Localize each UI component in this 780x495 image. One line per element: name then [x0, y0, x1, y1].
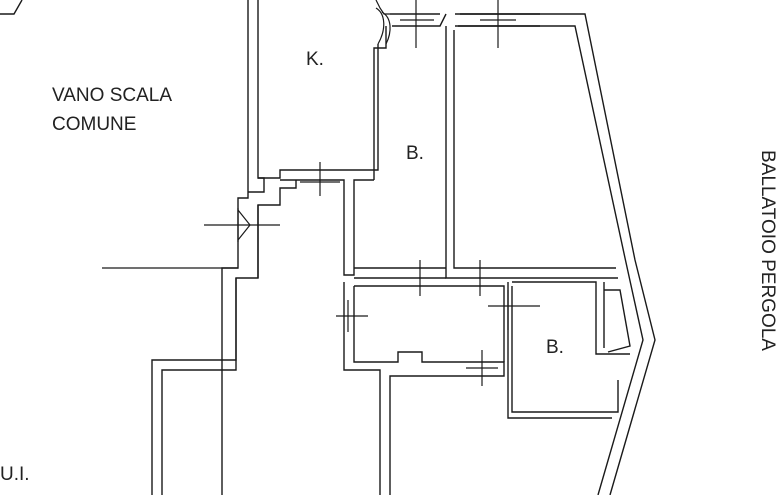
top-wall	[375, 0, 540, 45]
outer-walls	[151, 0, 656, 495]
stair-label-line2: COMUNE	[52, 114, 136, 135]
bathroom-label-1: B.	[406, 143, 424, 164]
side-label: BALLATOIO PERGOLA	[757, 150, 778, 351]
kitchen-label: K.	[306, 49, 324, 70]
stair-label-line1: VANO SCALA	[52, 85, 172, 106]
door-markers	[204, 0, 540, 386]
bathroom-1-walls	[354, 26, 618, 279]
corridor-walls	[343, 281, 631, 495]
bathroom-label-2: B.	[546, 337, 564, 358]
corner-fragment	[0, 0, 23, 15]
kitchen-walls	[258, 26, 387, 276]
unit-label: U.I.	[0, 464, 30, 485]
